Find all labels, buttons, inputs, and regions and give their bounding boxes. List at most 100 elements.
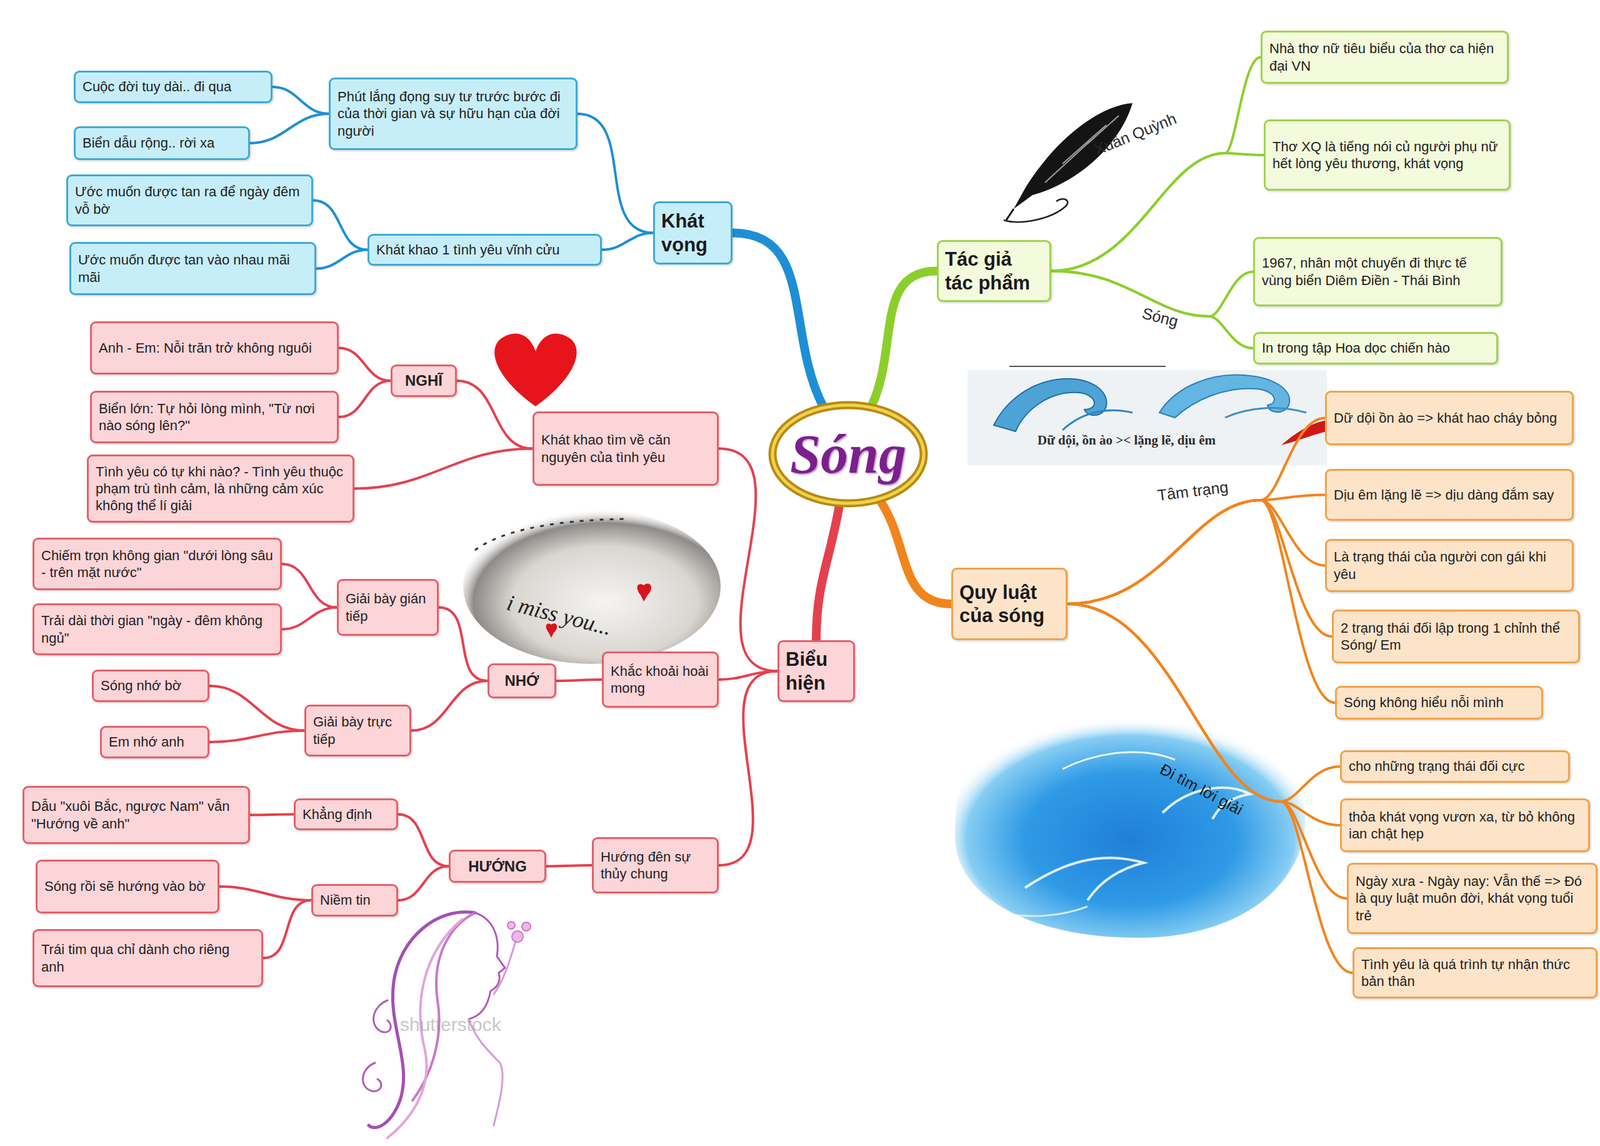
topic-box: 1967, nhân một chuyến đi thực tế vùng bi… <box>1253 236 1503 307</box>
main-branch-line <box>871 271 937 407</box>
node-text: thỏa khát vọng vươn xa, từ bỏ không ian … <box>1348 808 1582 843</box>
topic-box: Khắc khoải hoài mong <box>601 651 719 708</box>
topic-box: Khát khao tìm về căn nguyên của tình yêu <box>532 411 719 486</box>
node-text: Dịu êm lặng lẽ => dịu dàng đắm say <box>1333 486 1565 504</box>
topic-box: Giải bày trực tiếp <box>304 704 412 757</box>
topic-box: Ước muốn được tan vào nhau mãi mãi <box>69 241 317 295</box>
node-text: Sóng nhớ bờ <box>100 676 201 694</box>
wave-strip-image <box>967 366 1327 465</box>
branch-line <box>1051 153 1264 272</box>
node-text: Cuộc đời tuy dài.. đi qua <box>82 78 264 95</box>
branch-line <box>250 814 294 815</box>
node-text: Anh - Em: Nỗi trăn trở không nguôi <box>98 339 330 357</box>
branch-line <box>263 900 312 959</box>
branch-line <box>281 563 337 608</box>
topic-box: NGHĨ <box>390 364 457 397</box>
node-text: Tình yêu là quá trình tự nhận thức bản t… <box>1361 955 1589 990</box>
main-branch-line <box>816 504 840 641</box>
node-text: Giải bày gián tiếp <box>345 590 430 625</box>
branch-line <box>338 380 391 417</box>
feather-illustration <box>1003 103 1133 222</box>
notebook-photo <box>463 508 721 664</box>
node-text: NHỚ <box>504 671 539 690</box>
topic-box: Thơ XQ là tiếng nói củ người phụ nữ hết … <box>1263 119 1511 191</box>
topic-box: Trái tim qua chỉ dành cho riêng anh <box>32 928 264 987</box>
topic-box: Hướng đên sự thủy chung <box>591 836 719 894</box>
main-branch-line <box>880 500 952 604</box>
branch-line <box>1067 500 1335 703</box>
branch-line <box>272 86 329 114</box>
branch-line <box>577 113 654 234</box>
node-text: Dữ dội ồn ào => khát hao cháy bỏng <box>1333 409 1565 427</box>
node-text: 1967, nhân một chuyến đi thực tế vùng bi… <box>1261 254 1494 289</box>
node-text: Trái tim qua chỉ dành cho riêng anh <box>41 940 255 975</box>
branch-box: Biểu hiện <box>777 640 855 702</box>
node-text: Ước muốn được tan ra để ngày đêm vỗ bờ <box>75 183 305 218</box>
branch-line <box>281 607 337 630</box>
branch-box: Tác giả tác phẩm <box>936 240 1052 302</box>
branch-line <box>1067 603 1340 802</box>
branch-line <box>1067 500 1332 637</box>
topic-box: Khát khao 1 tình yêu vĩnh cửu <box>367 233 602 266</box>
branch-line <box>601 233 654 250</box>
node-text: Em nhớ anh <box>108 733 201 750</box>
node-text: Ngày xưa - Ngày nay: Vẫn thế => Đó là qu… <box>1355 872 1589 924</box>
topic-box: Biển lớn: Tự hỏi lòng mình, "Từ nơi nào … <box>90 390 339 444</box>
branch-line <box>456 380 533 449</box>
heart-illustration <box>494 333 577 407</box>
branch-line <box>313 200 368 250</box>
branch-line <box>1067 603 1340 825</box>
topic-box: cho những trạng thái đối cực <box>1340 750 1570 783</box>
node-text: Nhà thơ nữ tiêu biểu của thơ ca hiện đại… <box>1269 40 1500 75</box>
node-text: Biểu hiện <box>785 647 847 694</box>
node-text: Khẳng định <box>302 805 390 823</box>
branch-line <box>718 671 778 866</box>
node-text: Khắc khoải hoài mong <box>610 662 710 697</box>
branch-line <box>398 866 449 901</box>
center-oval: Sóng <box>767 400 929 509</box>
branch-line <box>1067 603 1347 899</box>
node-text: Tình yêu có tự khi nào? - Tình yêu thuộc… <box>95 463 346 515</box>
node-text: Khát khao tìm về căn nguyên của tình yêu <box>541 431 710 466</box>
node-text: HƯỚNG <box>468 856 527 876</box>
sea-wave-photo <box>955 717 1306 938</box>
node-text: NGHĨ <box>405 371 443 390</box>
topic-box: Em nhớ anh <box>100 725 210 759</box>
node-text: Biển lớn: Tự hỏi lòng mình, "Từ nơi nào … <box>98 400 330 435</box>
branch-line <box>398 814 449 867</box>
node-text: Phút lắng đọng suy tư trước bước đi của … <box>337 88 569 140</box>
topic-box: Giải bày gián tiếp <box>336 578 439 636</box>
node-text: Trải dài thời gian "ngày - đêm không ngủ… <box>41 611 274 647</box>
branch-box: Khát vọng <box>653 201 733 265</box>
node-text: 2 trạng thái đối lập trong 1 chỉnh thể S… <box>1340 619 1572 654</box>
woman-line-art <box>363 911 531 1138</box>
branch-line <box>1051 57 1261 272</box>
node-text: Hướng đên sự thủy chung <box>600 848 710 883</box>
branch-line <box>411 680 488 731</box>
topic-box: Niềm tin <box>311 883 399 917</box>
topic-box: Sóng không hiểu nỗi mình <box>1335 685 1544 720</box>
branch-line <box>718 448 778 672</box>
node-text: Tác giả tác phẩm <box>945 247 1044 294</box>
node-text: Sóng rồi sẽ hướng vào bờ <box>44 877 211 895</box>
topic-box: Tình yêu có tự khi nào? - Tình yêu thuộc… <box>86 454 355 523</box>
branch-line <box>1067 603 1353 973</box>
node-text: Thơ XQ là tiếng nói củ người phụ nữ hết … <box>1272 138 1502 173</box>
node-text: Biển dẫu rộng.. rời xa <box>82 134 242 152</box>
topic-box: Biển dẫu rộng.. rời xa <box>73 126 250 160</box>
branch-line <box>338 348 391 382</box>
topic-box: NHỚ <box>487 663 557 699</box>
node-text: Chiếm trọn không gian "dưới lòng sâu - t… <box>41 546 274 582</box>
topic-box: Là trạng thái của người con gái khi yêu <box>1325 538 1574 592</box>
branch-line <box>1067 495 1325 605</box>
topic-box: Ngày xưa - Ngày nay: Vẫn thế => Đó là qu… <box>1346 862 1598 934</box>
branch-line <box>438 607 488 682</box>
branch-line <box>316 250 368 269</box>
node-text: Ước muốn được tan vào nhau mãi mãi <box>78 251 308 286</box>
topic-box: Phút lắng đọng suy tư trước bước đi của … <box>328 77 578 150</box>
branch-line <box>546 865 592 867</box>
main-branch-line <box>732 233 824 407</box>
topic-box: Tình yêu là quá trình tự nhận thức bản t… <box>1352 946 1598 999</box>
topic-box: Trải dài thời gian "ngày - đêm không ngủ… <box>32 603 282 655</box>
